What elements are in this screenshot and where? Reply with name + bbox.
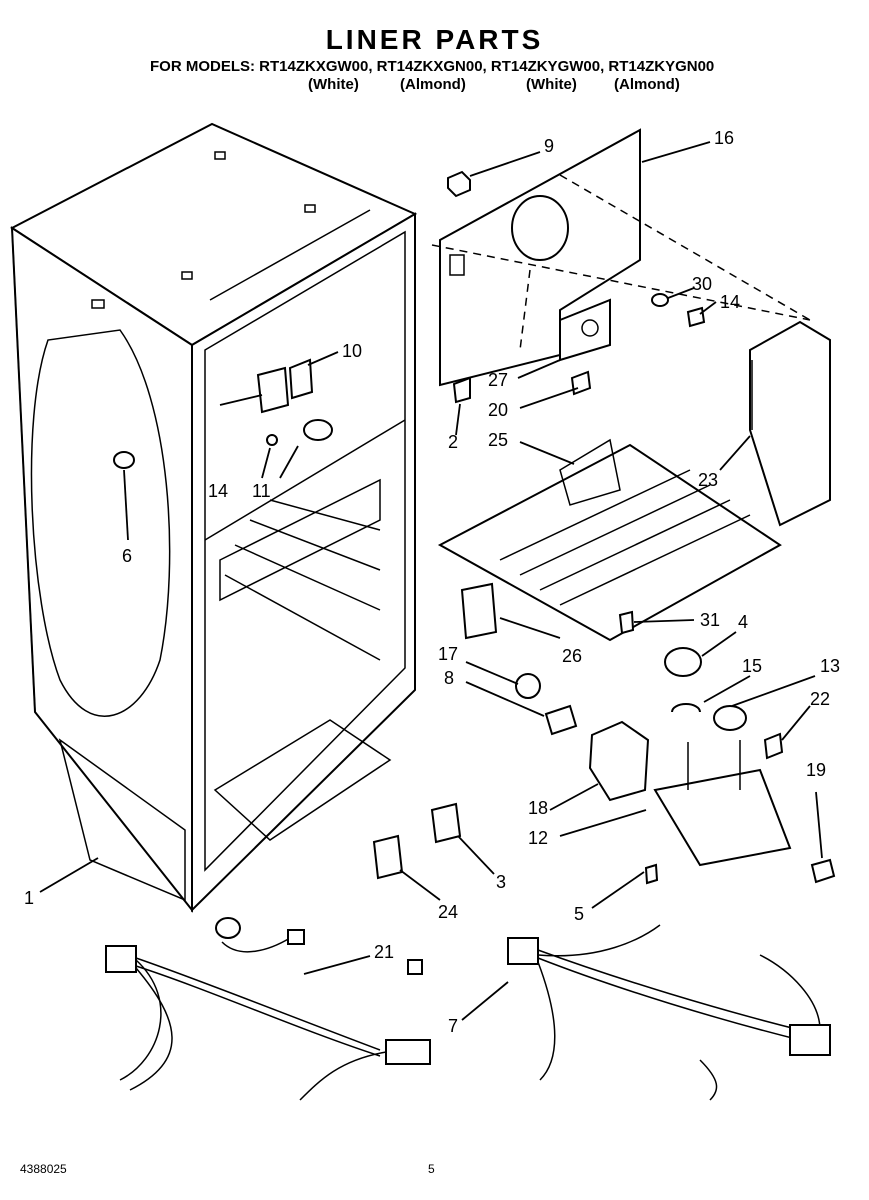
callout-15: 15 — [742, 656, 762, 676]
callout-2: 2 — [448, 432, 458, 452]
page-title: LINER PARTS — [325, 24, 544, 55]
lamp-socket-bracket — [460, 582, 498, 640]
models-line: FOR MODELS: RT14ZKXGW00, RT14ZKXGN00, RT… — [150, 58, 715, 75]
callout-30: 30 — [692, 274, 712, 294]
callout-31: 31 — [700, 610, 720, 630]
air-duct-panel — [439, 128, 641, 387]
leader-lines — [39, 141, 823, 1021]
callout-12: 12 — [528, 828, 548, 848]
connector-3 — [430, 802, 462, 844]
callout-22: 22 — [810, 689, 830, 709]
callout-7: 7 — [448, 1016, 458, 1036]
wiring-harness-21 — [105, 917, 431, 1101]
thermostat-control — [219, 358, 333, 446]
callout-24: 24 — [438, 902, 458, 922]
callout-18: 18 — [528, 798, 548, 818]
finish-label-2: (Almond) — [400, 76, 466, 93]
screw-5 — [644, 863, 659, 885]
callout-13: 13 — [820, 656, 840, 676]
connector-24 — [372, 834, 404, 880]
evaporator-shelf — [437, 438, 782, 642]
connector — [763, 732, 784, 760]
clip — [671, 703, 701, 713]
light-bulb — [515, 673, 541, 699]
callout-23: 23 — [698, 470, 718, 490]
callout-21: 21 — [374, 942, 394, 962]
finish-label-3: (White) — [526, 76, 577, 93]
callout-5: 5 — [574, 904, 584, 924]
callout-16: 16 — [714, 128, 734, 148]
wiring-harness-7 — [507, 924, 831, 1101]
callout-17: 17 — [438, 644, 458, 664]
finish-label-1: (White) — [308, 76, 359, 93]
callout-20: 20 — [488, 400, 508, 420]
clip-19 — [810, 858, 836, 884]
fan-cover — [749, 320, 831, 527]
callout-19: 19 — [806, 760, 826, 780]
callout-14a: 14 — [208, 481, 228, 501]
callout-26: 26 — [562, 646, 582, 666]
plug-part — [113, 451, 135, 469]
callout-6: 6 — [122, 546, 132, 566]
screw-31 — [618, 610, 635, 635]
lamp-socket — [544, 704, 578, 736]
light-shield — [588, 720, 650, 802]
control-knob-housing — [713, 705, 747, 731]
callout-8: 8 — [444, 668, 454, 688]
callout-3: 3 — [496, 872, 506, 892]
finish-label-4: (Almond) — [614, 76, 680, 93]
callout-1: 1 — [24, 888, 34, 908]
page-number: 5 — [428, 1162, 435, 1176]
document-number: 4388025 — [20, 1162, 67, 1176]
callout-9: 9 — [544, 136, 554, 156]
callout-11: 11 — [252, 481, 271, 501]
callout-14b: 14 — [720, 292, 740, 312]
callout-10: 10 — [342, 341, 362, 361]
callout-27: 27 — [488, 370, 508, 390]
callout-labels: 9 16 10 14 11 6 30 14 27 20 2 25 23 31 4… — [24, 128, 840, 1036]
knob — [664, 647, 702, 677]
liner-cabinet — [10, 122, 418, 913]
control-housing — [653, 768, 792, 867]
callout-25: 25 — [488, 430, 508, 450]
callout-4: 4 — [738, 612, 748, 632]
